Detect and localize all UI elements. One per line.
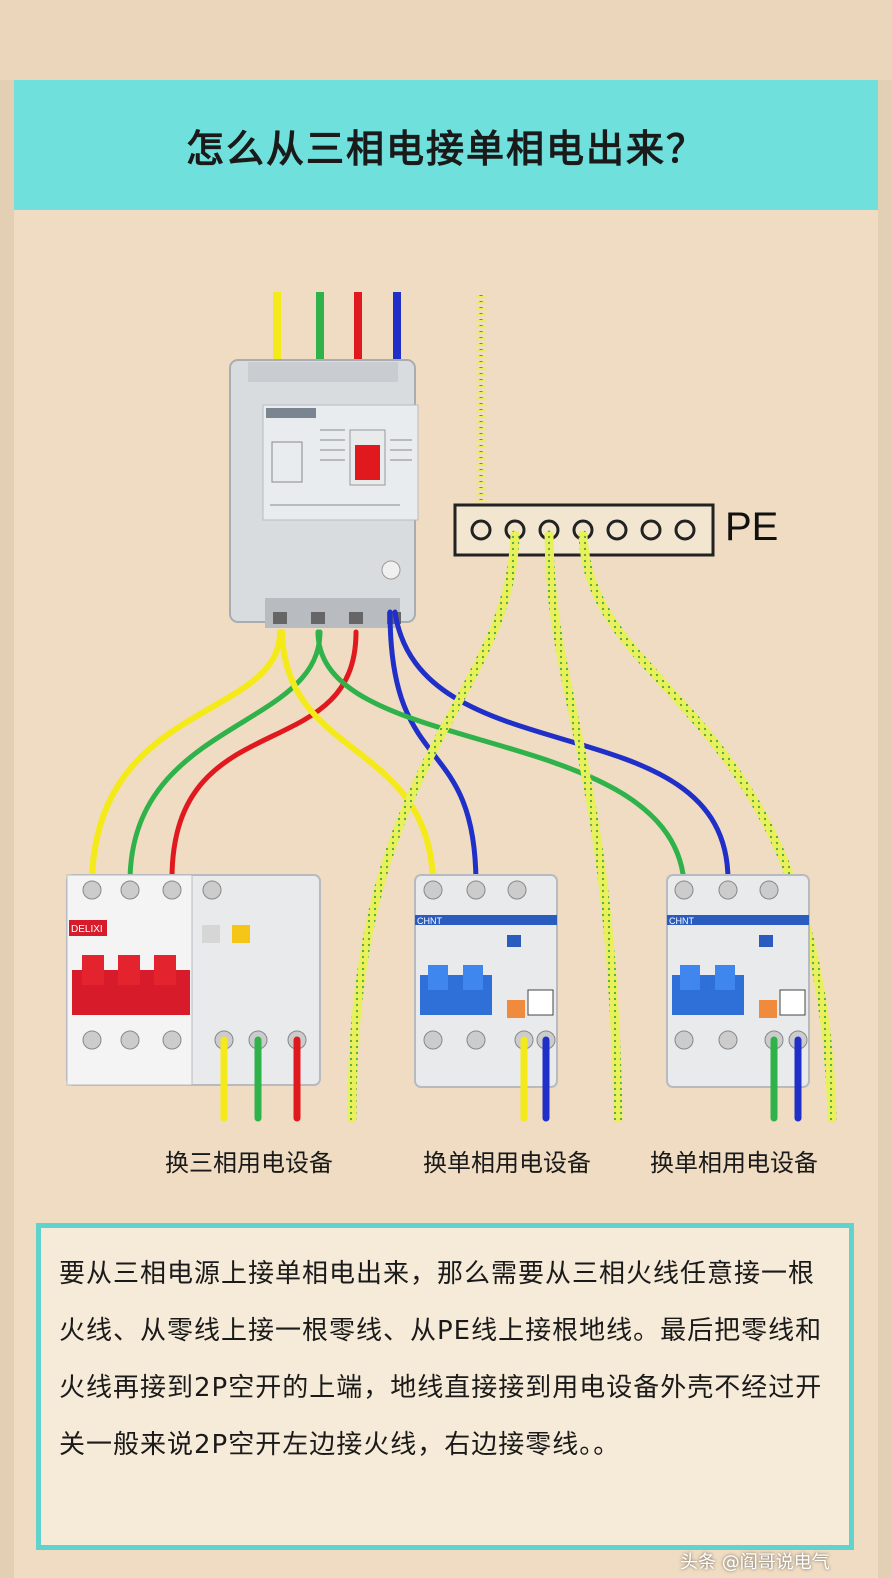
top-strip bbox=[0, 0, 892, 80]
single-phase-breaker-2: CHNT bbox=[666, 874, 810, 1088]
green-to-3p-wire bbox=[127, 629, 323, 885]
single-phase-device-label-2: 换单相用电设备 bbox=[650, 1149, 818, 1177]
wiring-diagram: DELIXI CHNT bbox=[66, 292, 837, 1123]
three-phase-device-label: 换三相用电设备 bbox=[165, 1149, 333, 1177]
svg-text:CHNT: CHNT bbox=[417, 916, 442, 926]
single-phase-breaker-1: CHNT bbox=[414, 874, 558, 1088]
red-to-3p-wire bbox=[169, 629, 359, 885]
explanation-box: 要从三相电源上接单相电出来，那么需要从三相火线任意接一根火线、从零线上接一根零线… bbox=[36, 1223, 854, 1550]
three-phase-outputs bbox=[220, 1036, 301, 1122]
wall-right-edge bbox=[878, 0, 892, 1578]
watermark: 头条 @阎哥说电气 bbox=[680, 1552, 830, 1573]
green-to-1p2-wire bbox=[315, 629, 687, 885]
pe-wire-to-1p2 bbox=[578, 530, 837, 1123]
single-1-feed-wires bbox=[279, 609, 479, 885]
wall-left-edge bbox=[0, 0, 14, 1578]
three-phase-rcbo: DELIXI bbox=[66, 874, 321, 1086]
three-phase-feed-wires bbox=[89, 629, 359, 885]
single-2-feed-wires bbox=[315, 609, 731, 885]
yellow-to-1p1-wire bbox=[279, 629, 436, 885]
blue-to-1p2-wire bbox=[392, 609, 731, 885]
title-banner: 怎么从三相电接单相电出来？ bbox=[14, 80, 878, 210]
pe-wire-to-1p1 bbox=[544, 530, 623, 1123]
single-1-outputs bbox=[520, 1036, 550, 1122]
svg-text:CHNT: CHNT bbox=[669, 916, 694, 926]
pe-earth-wires bbox=[347, 530, 837, 1123]
single-phase-device-label-1: 换单相用电设备 bbox=[423, 1149, 591, 1177]
page-title: 怎么从三相电接单相电出来？ bbox=[185, 126, 706, 171]
explanation-text: 要从三相电源上接单相电出来，那么需要从三相火线任意接一根火线、从零线上接一根零线… bbox=[59, 1259, 823, 1460]
yellow-to-3p-wire bbox=[89, 629, 283, 885]
pe-label: PE bbox=[725, 505, 779, 549]
main-breaker bbox=[229, 359, 419, 628]
single-2-outputs bbox=[770, 1036, 802, 1122]
pe-wire-to-3p bbox=[347, 530, 520, 1123]
svg-text:DELIXI: DELIXI bbox=[71, 924, 103, 935]
